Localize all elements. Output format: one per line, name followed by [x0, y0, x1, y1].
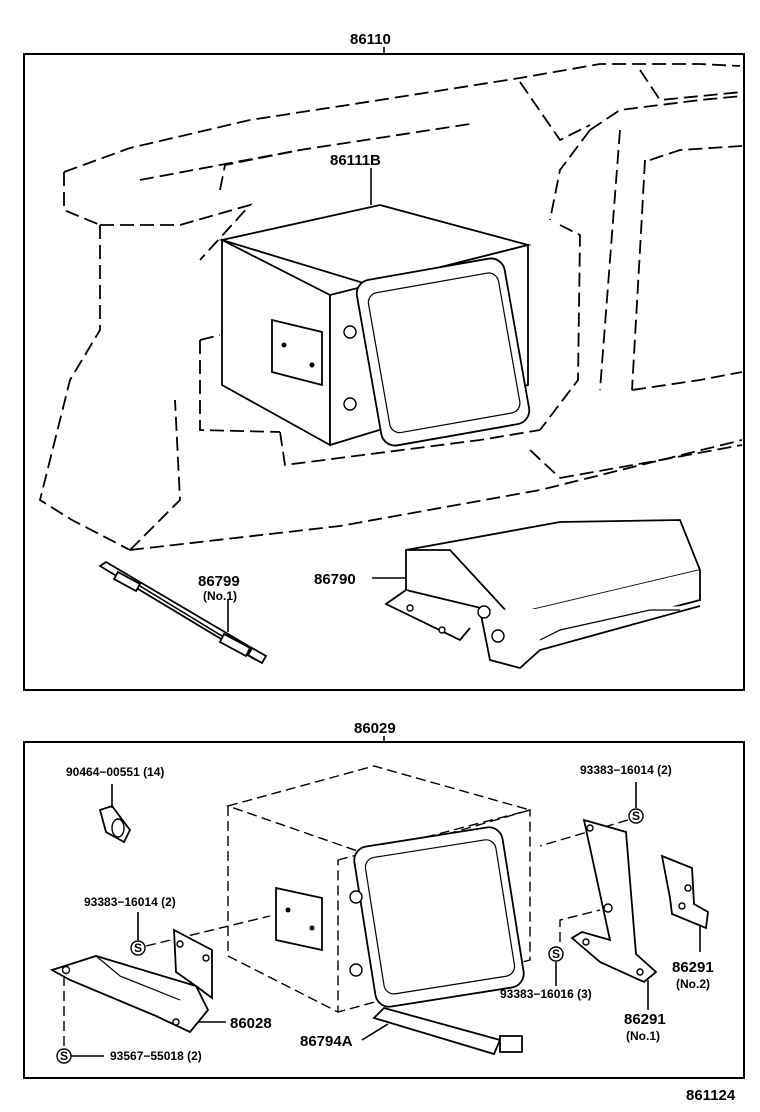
label-86291-no2: 86291 — [672, 959, 714, 976]
lower-panel-frame — [23, 741, 745, 1079]
phantom-line-right — [539, 819, 629, 847]
label-90464-00551: 90464−00551 (14) — [66, 765, 164, 779]
label-86291-no1: 86291 — [624, 1011, 666, 1028]
antenna-cord-86799 — [98, 560, 268, 665]
assembly-number-86029: 86029 — [354, 720, 396, 737]
screw-icon-middle — [548, 946, 564, 962]
label-86028: 86028 — [230, 1015, 272, 1032]
label-86794a: 86794A — [300, 1033, 353, 1050]
illustration-number: 861124 — [686, 1087, 736, 1104]
radio-unit-86111b — [218, 204, 532, 447]
label-86799-note: (No.1) — [203, 589, 237, 603]
label-86291-no1-note: (No.1) — [626, 1029, 660, 1043]
screw-symbol-left: S — [134, 941, 142, 955]
label-93383-16014-right: 93383−16014 (2) — [580, 763, 672, 777]
screw-symbol-bottom: S — [60, 1049, 68, 1063]
label-93567-55018: 93567−55018 (2) — [110, 1049, 202, 1063]
phantom-line-left — [145, 915, 271, 947]
amplifier-86790 — [384, 519, 702, 669]
bracket-86291-no1 — [570, 818, 658, 984]
screw-icon-right — [628, 808, 644, 824]
screw-symbol-middle: S — [552, 947, 560, 961]
leader-86794a — [361, 1023, 389, 1041]
phantom-line-middle — [559, 909, 601, 942]
dashboard-outline — [38, 63, 743, 551]
label-86111b: 86111B — [330, 152, 381, 169]
assembly-number-86110: 86110 — [350, 31, 391, 48]
bracket-86291-no2 — [660, 854, 709, 930]
screw-symbol-right: S — [632, 809, 640, 823]
label-93383-16014-left: 93383−16014 (2) — [84, 895, 176, 909]
screw-icon-left — [130, 940, 146, 956]
bracket-86028 — [49, 928, 213, 1034]
label-93383-16016: 93383−16016 (3) — [500, 987, 592, 1001]
clamp-90464 — [98, 804, 132, 844]
radio-unit-phantom — [225, 765, 533, 1014]
tube-86794a — [372, 1006, 523, 1056]
label-86790: 86790 — [314, 571, 356, 588]
upper-panel-frame — [23, 53, 745, 691]
label-86291-no2-note: (No.2) — [676, 977, 710, 991]
label-86799: 86799 — [198, 573, 240, 590]
